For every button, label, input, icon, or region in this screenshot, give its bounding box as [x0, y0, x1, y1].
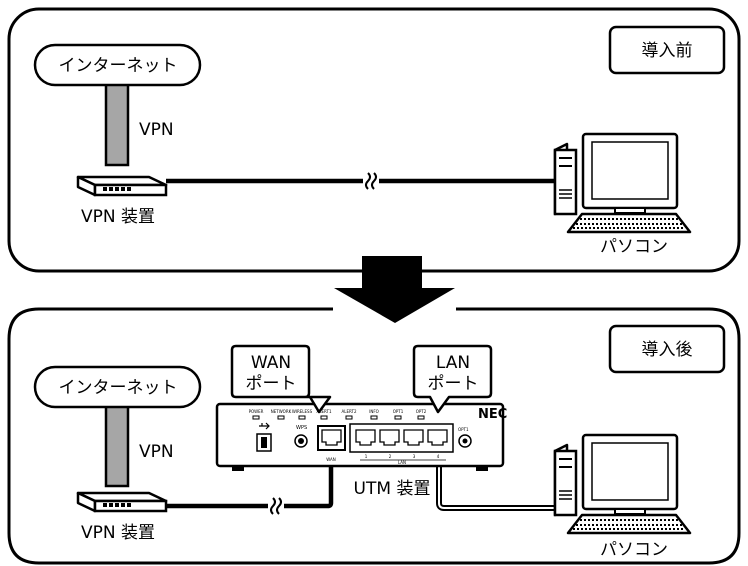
svg-text:ポート: ポート	[428, 374, 479, 394]
utm-brand-logo: NEC	[478, 407, 507, 422]
wps-label: WPS	[296, 425, 307, 431]
panel-before: 導入前 VPN インターネット VPN 装置	[7, 7, 741, 273]
svg-text:WIRELESS: WIRELESS	[292, 409, 313, 414]
svg-text:INFO: INFO	[369, 409, 379, 414]
down-arrow-icon	[334, 256, 455, 323]
pc-label-after: パソコン	[600, 540, 668, 560]
svg-text:POWER: POWER	[249, 409, 264, 414]
desktop-pc-icon	[553, 433, 692, 535]
opt1-label: OPT1	[458, 427, 469, 432]
svg-text:WAN: WAN	[251, 353, 291, 373]
svg-text:NETWORK: NETWORK	[271, 409, 292, 414]
vpn-link-bar-after	[104, 395, 130, 488]
utm-device: POWER NETWORK WIRELESS ALERT1 ALERT2 INF…	[215, 402, 507, 471]
svg-text:3: 3	[413, 454, 416, 459]
after-title-box	[608, 324, 726, 374]
wan-cable	[166, 438, 334, 515]
vpn-label: VPN	[139, 120, 174, 140]
svg-text:2: 2	[389, 454, 392, 459]
wan-port-callout: WAN ポート	[230, 344, 332, 414]
internet-cloud	[33, 43, 202, 87]
vpn-link-bar	[104, 78, 130, 167]
svg-text:ポート: ポート	[246, 374, 297, 394]
panel-after: 導入後 VPN インターネット VPN 装置	[7, 307, 741, 565]
pc-label: パソコン	[600, 237, 668, 257]
utm-led-row: POWER NETWORK WIRELESS ALERT1 ALERT2 INF…	[249, 409, 427, 420]
internet-cloud-after	[33, 365, 202, 409]
svg-text:4: 4	[437, 454, 440, 459]
svg-text:ALERT2: ALERT2	[342, 409, 357, 414]
usb-icon	[256, 422, 272, 452]
lan-cable	[436, 438, 556, 511]
before-title: 導入前	[642, 41, 693, 61]
vpn-device-label: VPN 装置	[81, 207, 155, 227]
svg-text:OPT2: OPT2	[416, 409, 427, 414]
after-title: 導入後	[642, 340, 693, 360]
lan-port-callout: LAN ポート	[412, 344, 493, 414]
internet-label-after: インターネット	[59, 378, 178, 398]
utm-label: UTM 装置	[354, 479, 431, 499]
svg-text:OPT1: OPT1	[393, 409, 404, 414]
cable-router-pc	[166, 172, 556, 190]
vpn-router-icon	[76, 175, 168, 197]
svg-text:LAN: LAN	[398, 460, 406, 465]
svg-text:LAN: LAN	[436, 353, 470, 373]
svg-text:1: 1	[365, 454, 368, 459]
svg-text:WAN: WAN	[326, 457, 335, 462]
lan-ports: 1 2 3 4 LAN	[349, 423, 454, 465]
vpn-router-icon	[76, 491, 168, 513]
before-title-box	[608, 25, 726, 75]
vpn-label-after: VPN	[139, 442, 174, 462]
vpn-device-label-after: VPN 装置	[81, 523, 155, 543]
wan-port: WAN	[317, 425, 346, 462]
desktop-pc-icon	[553, 132, 692, 234]
internet-label: インターネット	[59, 56, 178, 76]
svg-text:ALERT1: ALERT1	[317, 409, 332, 414]
